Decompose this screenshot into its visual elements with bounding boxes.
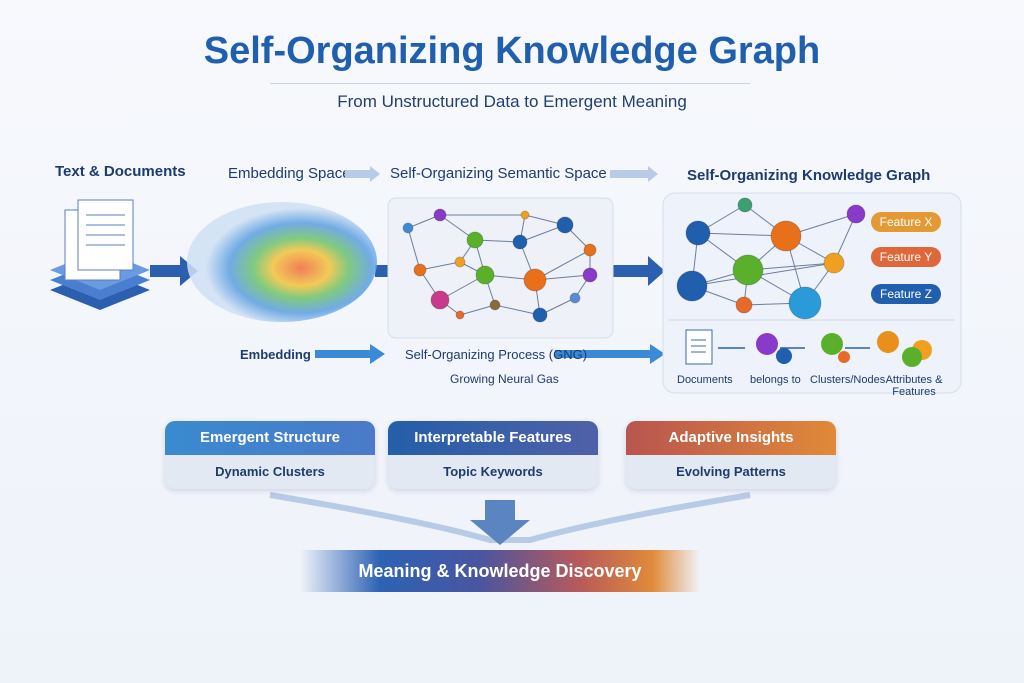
process-embedding-label: Embedding (240, 347, 311, 362)
card-adaptive-insights: Adaptive Insights Evolving Patterns (626, 421, 836, 489)
divider (270, 83, 750, 84)
process-gng-sub: Growing Neural Gas (450, 372, 559, 386)
graph-node (430, 290, 450, 310)
graph-node (737, 197, 753, 213)
graph-node (556, 216, 574, 234)
documents-stack-icon (50, 199, 150, 310)
legend-clusters: Clusters/Nodes (810, 374, 886, 386)
graph-node (520, 210, 530, 220)
graph-node (523, 268, 547, 292)
legend-attributes: Attributes & Features (885, 374, 943, 398)
graph-edge (407, 227, 421, 271)
graph-edge (419, 261, 461, 271)
card-interpretable-features: Interpretable Features Topic Keywords (388, 421, 598, 489)
graph-edge (494, 304, 541, 316)
card-detail: Dynamic Clusters (215, 464, 325, 479)
page-subtitle: From Unstructured Data to Emergent Meani… (337, 92, 687, 111)
graph-edge (691, 262, 835, 287)
feature-x-badge: Feature X (871, 212, 941, 232)
graph-node (676, 270, 708, 302)
graph-node (823, 252, 845, 274)
merge-arrow (269, 492, 751, 543)
graph-node (735, 296, 753, 314)
graph-node (455, 310, 465, 320)
graph-node (532, 307, 548, 323)
card-title: Emergent Structure (165, 421, 375, 455)
down-arrow-icon (470, 500, 530, 545)
graph-edge (519, 224, 566, 243)
graph-node (413, 263, 427, 277)
graph-node (582, 267, 598, 283)
card-emergent-structure: Emergent Structure Dynamic Clusters (165, 421, 375, 489)
graph-node (466, 231, 484, 249)
graph-node (402, 222, 414, 234)
stage-docs-label: Text & Documents (55, 163, 186, 180)
graph-node (489, 299, 501, 311)
page-title: Self-Organizing Knowledge Graph (203, 30, 821, 72)
graph-edge (459, 304, 496, 316)
graph-node (454, 256, 466, 268)
stage-graph-label: Self-Organizing Knowledge Graph (687, 167, 931, 184)
graph-node (569, 292, 581, 304)
legend-belongs-to: belongs to (750, 374, 801, 386)
semantic-network (402, 208, 598, 323)
graph-node (788, 286, 822, 320)
graph-node (732, 254, 764, 286)
card-title: Interpretable Features (388, 421, 598, 455)
process-gng-label: Self-Organizing Process (GNG) (405, 347, 588, 362)
card-title: Adaptive Insights (626, 421, 836, 455)
embedding-cloud (187, 202, 377, 322)
graph-node (770, 220, 802, 252)
graph-node (512, 234, 528, 250)
graph-node (475, 265, 495, 285)
legend-documents: Documents (677, 374, 733, 386)
graph-node (583, 243, 597, 257)
graph-node (685, 220, 711, 246)
stage-semantic-label: Self-Organizing Semantic Space (390, 165, 607, 182)
legend-graphics (685, 329, 932, 367)
card-detail: Evolving Patterns (676, 464, 786, 479)
graph-node (433, 208, 447, 222)
result-banner: Meaning & Knowledge Discovery (300, 550, 700, 592)
graph-node (846, 204, 866, 224)
card-detail: Topic Keywords (443, 464, 543, 479)
feature-y-badge: Feature Y (871, 247, 941, 267)
knowledge-graph-network (676, 197, 866, 320)
stage-embedding-label: Embedding Space (228, 165, 351, 182)
feature-z-badge: Feature Z (871, 284, 941, 304)
